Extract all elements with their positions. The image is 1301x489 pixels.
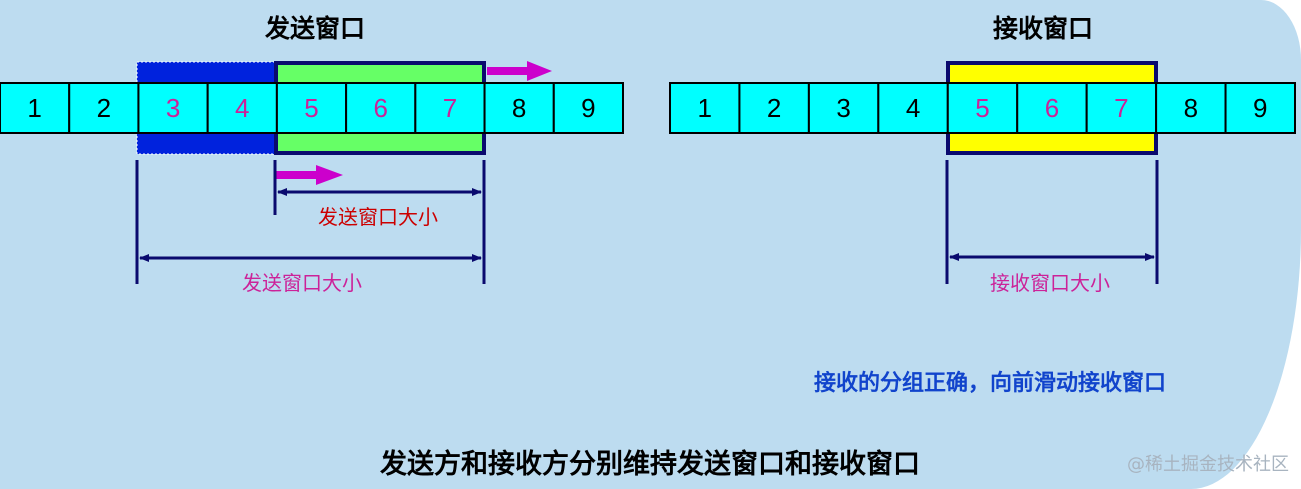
- cell-box: [0, 82, 71, 134]
- cell-number: 8: [512, 93, 526, 123]
- new-send-window-size-label: 发送窗口大小: [318, 205, 438, 229]
- cell-box: [1155, 82, 1227, 134]
- cell-number: 1: [27, 93, 41, 123]
- cell-number: 2: [767, 93, 781, 123]
- old-send-window-size-label: 发送窗口大小: [242, 271, 362, 295]
- cell-box: [1016, 82, 1088, 134]
- sender-cell-2: 2: [68, 82, 140, 134]
- cell-number: 5: [975, 93, 989, 123]
- cell-number: 2: [97, 93, 111, 123]
- cell-box: [1085, 82, 1158, 134]
- sender-cell-9: 9: [552, 82, 624, 134]
- receiver-cell-8: 8: [1155, 82, 1227, 134]
- window-start-move-arrow-icon: [276, 165, 343, 185]
- cell-box: [137, 82, 209, 134]
- sender-cell-6: 6: [345, 82, 417, 134]
- cell-number: 3: [836, 93, 850, 123]
- cell-number: 3: [166, 93, 180, 123]
- receiver-title: 接收窗口: [993, 14, 1093, 43]
- sender-cell-7: 7: [414, 82, 486, 134]
- sender-title: 发送窗口: [264, 14, 365, 43]
- cell-box: [552, 82, 624, 134]
- cell-box: [877, 82, 949, 134]
- sender-cell-8: 8: [483, 82, 555, 134]
- cell-number: 6: [373, 93, 387, 123]
- cell-box: [738, 82, 810, 134]
- sender-cell-3: 3: [137, 82, 209, 134]
- cell-number: 8: [1184, 93, 1198, 123]
- cell-box: [669, 82, 741, 134]
- cell-box: [807, 82, 880, 134]
- window-move-arrow-icon: [487, 61, 552, 81]
- receiver-cell-2: 2: [738, 82, 810, 134]
- cell-box: [275, 82, 348, 134]
- receiver-cell-9: 9: [1224, 82, 1296, 134]
- receiver-cell-6: 6: [1016, 82, 1088, 134]
- receive-window-size-label: 接收窗口大小: [990, 271, 1110, 295]
- cell-number: 9: [581, 93, 595, 123]
- receiver-sequence-row: 1 2 3 4 5 6 7 8 9: [669, 82, 1296, 134]
- cell-number: 4: [906, 93, 920, 123]
- cell-number: 9: [1253, 93, 1267, 123]
- receiver-dimension-lines: [945, 160, 1159, 284]
- cell-box: [1224, 82, 1296, 134]
- cell-number: 4: [235, 93, 249, 123]
- cell-number: 5: [304, 93, 318, 123]
- sender-cell-1: 1: [0, 82, 71, 134]
- caption: 发送方和接收方分别维持发送窗口和接收窗口: [379, 448, 920, 480]
- sender-sequence-row: 1 2 3 4 5 6 7 8 9: [0, 82, 624, 134]
- cell-number: 1: [697, 93, 711, 123]
- cell-box: [206, 82, 278, 134]
- cell-box: [483, 82, 555, 134]
- cell-number: 7: [1114, 93, 1128, 123]
- cell-number: 6: [1045, 93, 1059, 123]
- receiver-cell-7: 7: [1085, 82, 1158, 134]
- cell-number: 7: [443, 93, 457, 123]
- cell-box: [345, 82, 417, 134]
- cell-box: [946, 82, 1019, 134]
- receiver-cell-4: 4: [877, 82, 949, 134]
- sender-cell-5: 5: [275, 82, 348, 134]
- receiver-note: 接收的分组正确，向前滑动接收窗口: [814, 370, 1166, 396]
- receiver-cell-1: 1: [669, 82, 741, 134]
- sender-dimension-lines: [135, 160, 486, 284]
- sender-cell-4: 4: [206, 82, 278, 134]
- receiver-cell-5: 5: [946, 82, 1019, 134]
- receiver-cell-3: 3: [807, 82, 880, 134]
- watermark: @稀土掘金技术社区: [1127, 454, 1289, 475]
